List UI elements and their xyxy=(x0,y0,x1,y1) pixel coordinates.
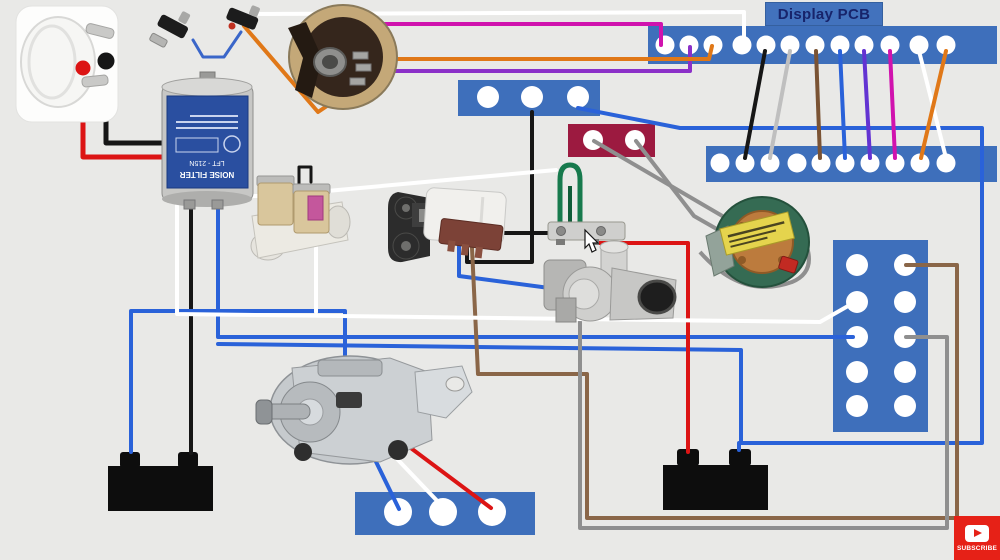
display-pcb-top-connector-hole xyxy=(805,35,825,55)
terminal-block-left xyxy=(108,452,213,511)
noise-filter-model: LFT - 215N xyxy=(189,159,224,166)
wire-display-orange xyxy=(919,49,948,160)
water-inlet-valve xyxy=(250,175,351,261)
aux-connector-3pin xyxy=(458,80,600,116)
display-pcb-top-connector-hole xyxy=(679,35,699,55)
plug-neutral-terminal xyxy=(97,52,115,70)
wire-display-black xyxy=(743,49,767,160)
display-pcb-top-connector-hole xyxy=(909,35,929,55)
display-pcb-top-connector-hole xyxy=(732,35,752,55)
subscribe-button[interactable]: SUBSCRIBE xyxy=(954,516,1000,560)
right-connector-block-hole xyxy=(894,395,916,417)
valve-coil-label xyxy=(307,195,324,221)
main-pcb-connector-hole xyxy=(910,153,930,173)
main-pcb-connector-hole xyxy=(787,153,807,173)
main-pcb-connector-hole xyxy=(835,153,855,173)
wire-display-gray xyxy=(768,49,792,160)
plug-live-terminal xyxy=(75,60,91,76)
aux-connector-3pin-hole xyxy=(521,86,543,108)
wire-display-magenta xyxy=(888,49,897,160)
pressure-switch xyxy=(288,4,398,110)
wire-lock-to-pump-blue xyxy=(457,244,574,293)
main-motor xyxy=(255,355,473,465)
right-connector-block-hole xyxy=(846,395,868,417)
wire-display-blue xyxy=(838,49,847,160)
main-pcb-connector-hole xyxy=(860,153,880,173)
main-pcb-connector-hole xyxy=(811,153,831,173)
main-pcb-connector-hole xyxy=(885,153,905,173)
terminal-block-right xyxy=(663,449,768,510)
youtube-play-icon xyxy=(965,524,989,542)
display-pcb-label: Display PCB xyxy=(765,2,883,26)
right-connector-block-hole xyxy=(846,361,868,383)
mouse-cursor xyxy=(584,228,600,253)
display-pcb-top-connector-hole xyxy=(880,35,900,55)
thermal-fuse-right xyxy=(226,5,260,30)
subscribe-label: SUBSCRIBE xyxy=(956,544,998,552)
motor-connector-3pin-hole xyxy=(384,498,412,526)
wire-pcb-loop-blue xyxy=(216,106,984,445)
wire-valve-stub-black xyxy=(297,165,313,194)
motor-connector-3pin-hole xyxy=(429,498,457,526)
aux-connector-3pin-hole xyxy=(477,86,499,108)
display-pcb-top-connector-hole xyxy=(854,35,874,55)
thermal-fuse-left xyxy=(149,11,191,48)
noise-filter: NOISE FILTER LFT - 215N xyxy=(161,71,254,210)
main-pcb-connector xyxy=(706,146,997,182)
right-connector-block-hole xyxy=(846,326,868,348)
timer-motor xyxy=(698,196,811,289)
wire-switch-magenta xyxy=(360,22,663,62)
right-connector-block-hole xyxy=(894,291,916,313)
display-pcb-top-connector-hole xyxy=(655,35,675,55)
drain-pump xyxy=(543,240,677,323)
aux-connector-3pin-hole xyxy=(567,86,589,108)
power-plug xyxy=(15,5,119,123)
display-pcb-top-connector-hole xyxy=(780,35,800,55)
wire-fuse-white xyxy=(250,10,746,46)
main-pcb-connector-hole xyxy=(710,153,730,173)
wire-display-brown xyxy=(814,49,822,160)
terminal-blocks-layer xyxy=(108,449,768,511)
motor-connector-3pin xyxy=(355,492,535,535)
main-pcb-connector-hole xyxy=(936,153,956,173)
noise-filter-title: NOISE FILTER xyxy=(180,170,235,179)
wire-filter-to-board-blue xyxy=(216,188,855,339)
wire-fuse-link-blue xyxy=(191,30,243,59)
display-pcb-top-connector-hole xyxy=(936,35,956,55)
main-pcb-connector-hole xyxy=(760,153,780,173)
wires-layer xyxy=(80,10,984,530)
display-pcb-top-connector-hole xyxy=(756,35,776,55)
door-lock xyxy=(388,187,507,263)
wire-pump-gray xyxy=(578,320,949,530)
display-pcb-top-connector-hole xyxy=(830,35,850,55)
wire-display-purple xyxy=(862,49,872,160)
wire-lock-brown xyxy=(470,246,959,520)
main-pcb-connector-hole xyxy=(735,153,755,173)
right-connector-block-hole xyxy=(894,361,916,383)
right-connector-block-hole xyxy=(846,254,868,276)
